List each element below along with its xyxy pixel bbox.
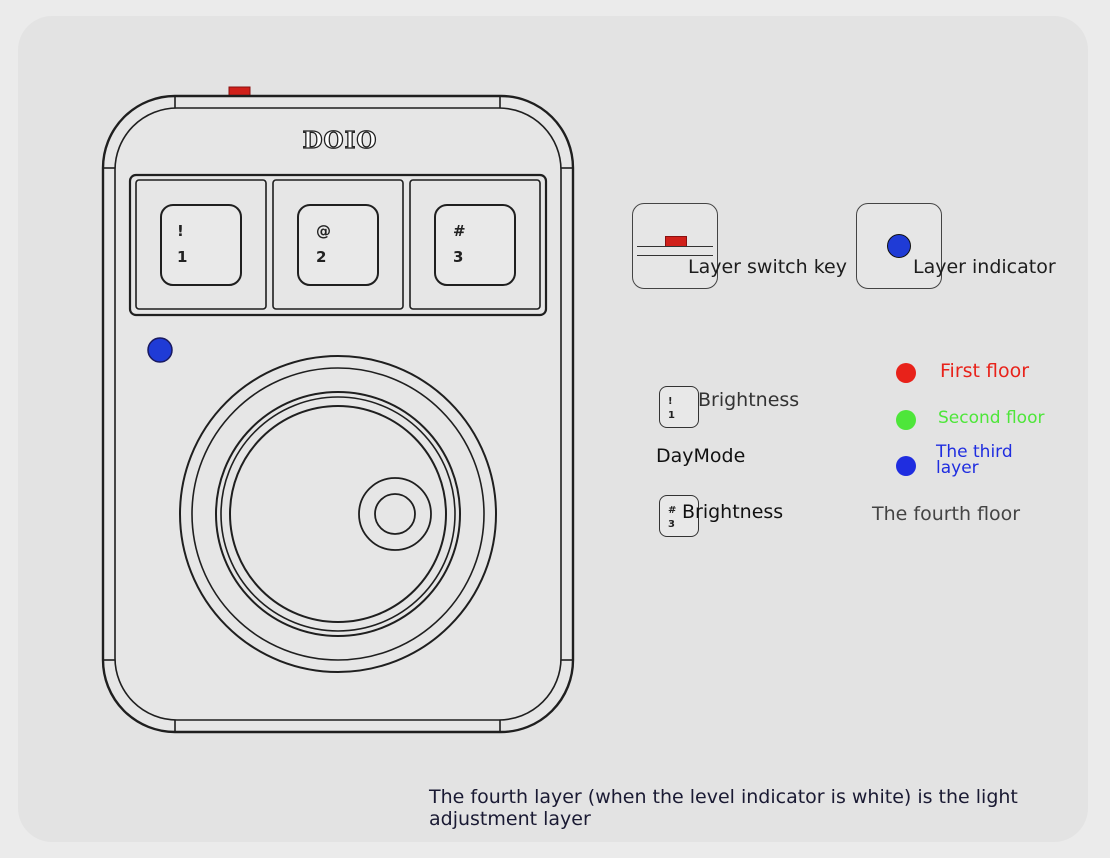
first-floor-label: First floor [940,360,1030,382]
rotary-knob[interactable] [179,355,497,673]
doio-logo: DOIO [303,127,378,154]
layer-indicator-label: Layer indicator [913,256,1056,278]
key-2[interactable]: @ 2 [297,204,379,286]
brightness-down-key-top: # [668,505,677,516]
second-floor-dot [896,410,916,430]
key-2-bottom-legend: 2 [316,248,326,266]
layer-switch-key-label: Layer switch key [688,256,847,278]
brightness-down-key: # 3 [659,495,699,537]
fourth-layer-note: The fourth layer (when the level indicat… [429,786,1018,830]
brightness-up-key-bottom: 1 [668,410,675,421]
fourth-floor-label: The fourth floor [872,503,1021,525]
brightness-up-label: Brightness [698,389,800,411]
key-3-bottom-legend: 3 [453,248,463,266]
key-2-top-legend: @ [316,222,331,240]
key-1-bottom-legend: 1 [177,248,187,266]
key-1[interactable]: ! 1 [160,204,242,286]
third-layer-dot [896,456,916,476]
third-layer-label: The third layer [936,442,1013,478]
day-mode-label: DayMode [656,445,745,467]
day-word: Day [656,445,694,467]
key-3[interactable]: # 3 [434,204,516,286]
third-layer-label-line2: layer [936,458,979,478]
brightness-up-key: ! 1 [659,386,699,428]
layer-indicator-icon [856,203,942,289]
third-layer-label-line1: The third [936,442,1013,462]
brightness-down-label: Brightness [682,501,784,523]
mode-word: Mode [693,445,746,467]
key-1-top-legend: ! [177,222,184,240]
brightness-down-key-bottom: 3 [668,519,675,530]
layer-switch-key-icon [632,203,718,289]
layer-indicator-led [147,337,173,363]
first-floor-dot [896,363,916,383]
brightness-up-key-top: ! [668,396,673,407]
second-floor-label: Second floor [938,408,1045,428]
key-3-top-legend: # [453,222,466,240]
